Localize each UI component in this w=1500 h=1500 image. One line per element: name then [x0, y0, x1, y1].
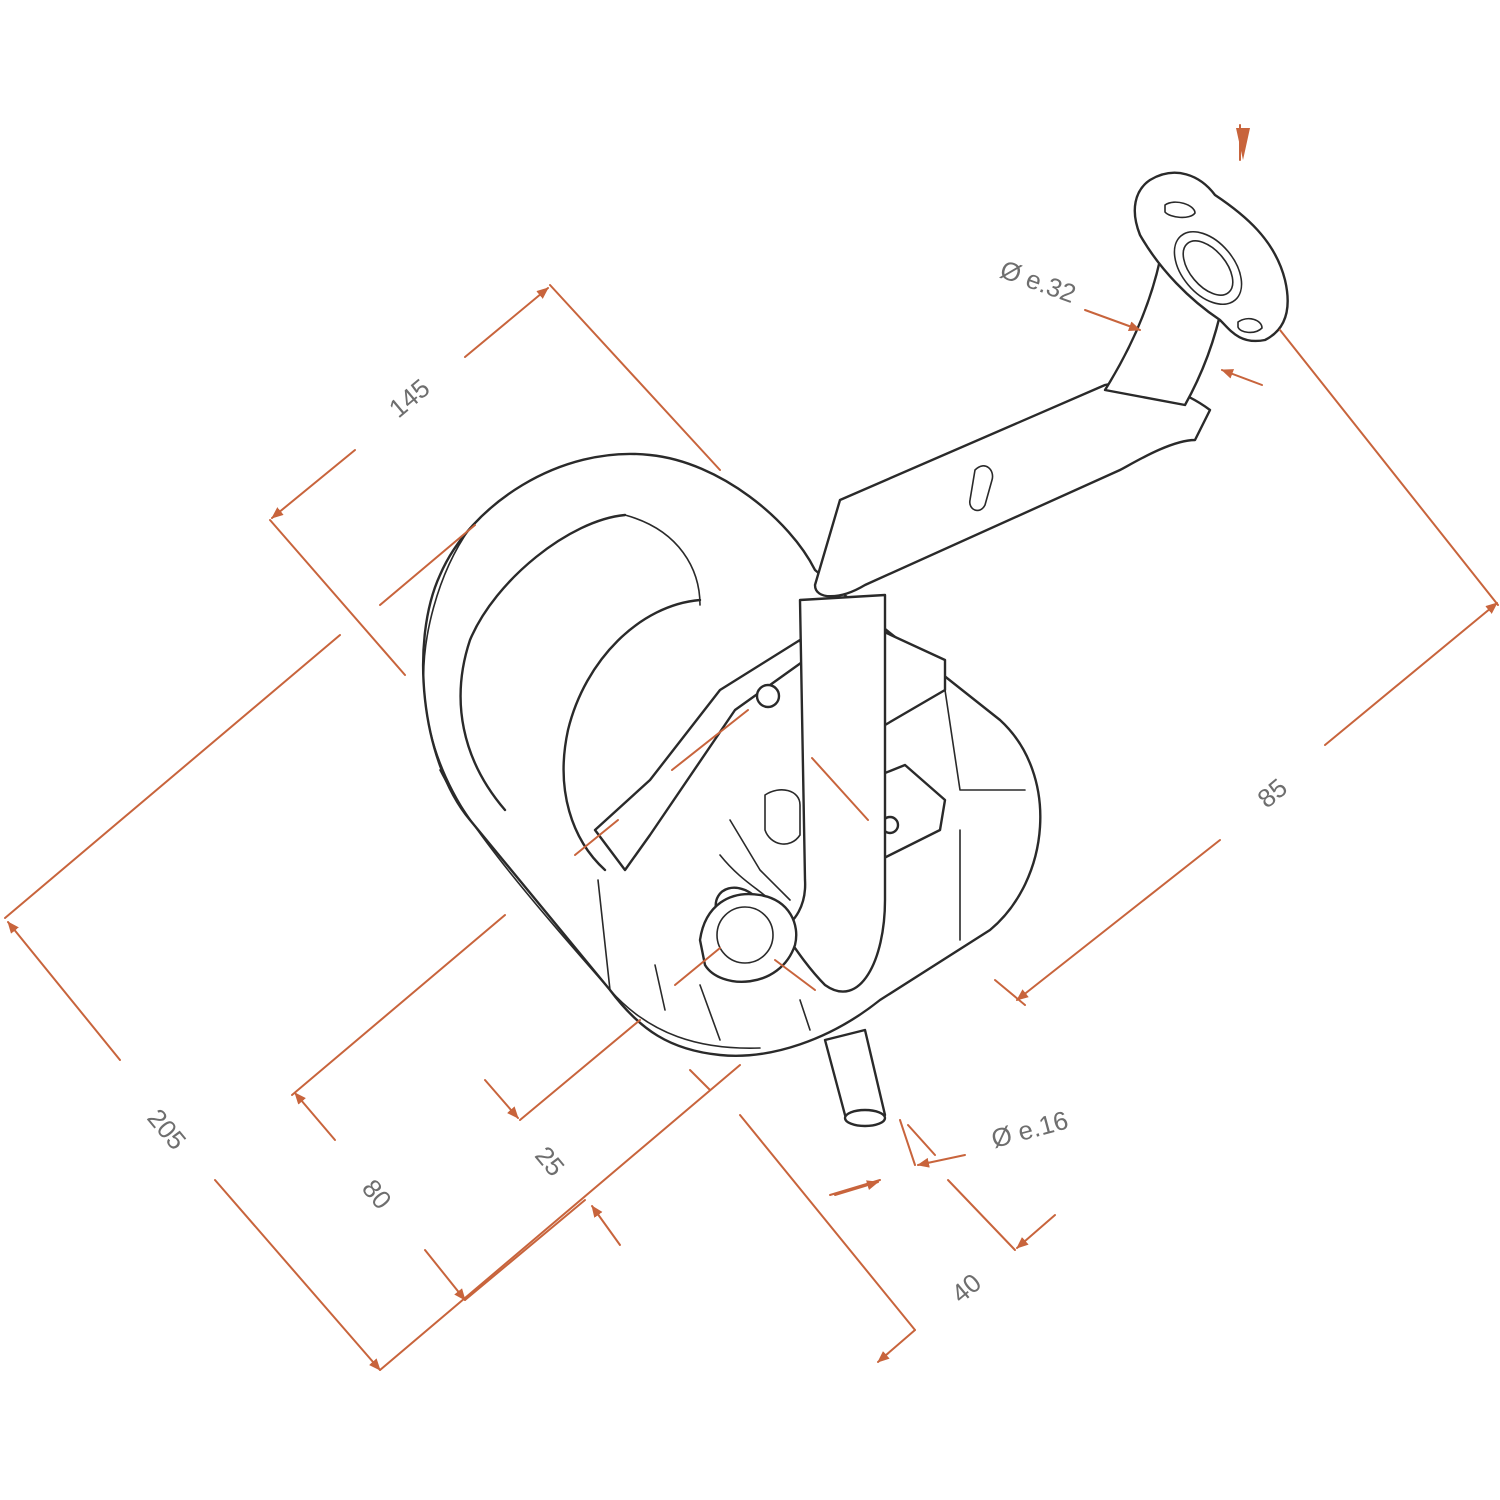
outlet-tube-end — [843, 1108, 887, 1128]
dimension-lines — [4, 124, 1499, 1371]
label-outlet-offset: 25 — [529, 1140, 571, 1181]
label-outlet-diameter: Ø e.16 — [988, 1105, 1071, 1154]
muffler-body — [421, 452, 1042, 1128]
mounting-bracket — [593, 638, 807, 872]
label-depth: 80 — [356, 1173, 398, 1214]
flange-bore-inner — [1182, 240, 1234, 296]
label-length: 145 — [383, 373, 436, 424]
inlet-pipe-cup-inner — [716, 906, 774, 964]
front-face-rim — [597, 879, 611, 991]
end-cap-inner — [624, 514, 701, 606]
internal-slot — [764, 789, 801, 845]
bottom-rim — [439, 769, 761, 1049]
flange-bolt-hole-top — [1164, 201, 1196, 219]
side-plate — [878, 763, 947, 862]
label-height: 205 — [141, 1103, 192, 1156]
label-inlet-height: 85 — [1251, 772, 1292, 814]
inlet-pipe-upper — [813, 381, 1212, 598]
flange-bore — [1173, 230, 1243, 306]
side-housing — [878, 628, 947, 727]
inlet-flange — [1133, 171, 1289, 343]
label-inlet-diameter: Ø e.32 — [996, 254, 1080, 309]
bottom-feet — [654, 964, 811, 1041]
inlet-pipe-slot — [969, 465, 994, 512]
inlet-pipe — [698, 171, 1289, 993]
bracket-hole — [755, 683, 781, 709]
side-panel-line — [944, 689, 1026, 941]
flange-bolt-hole-bottom — [1237, 317, 1263, 334]
end-cap-ring — [459, 513, 627, 812]
canister-rear-face — [422, 527, 471, 821]
front-face — [562, 598, 702, 872]
label-outlet-length: 40 — [945, 1267, 986, 1309]
